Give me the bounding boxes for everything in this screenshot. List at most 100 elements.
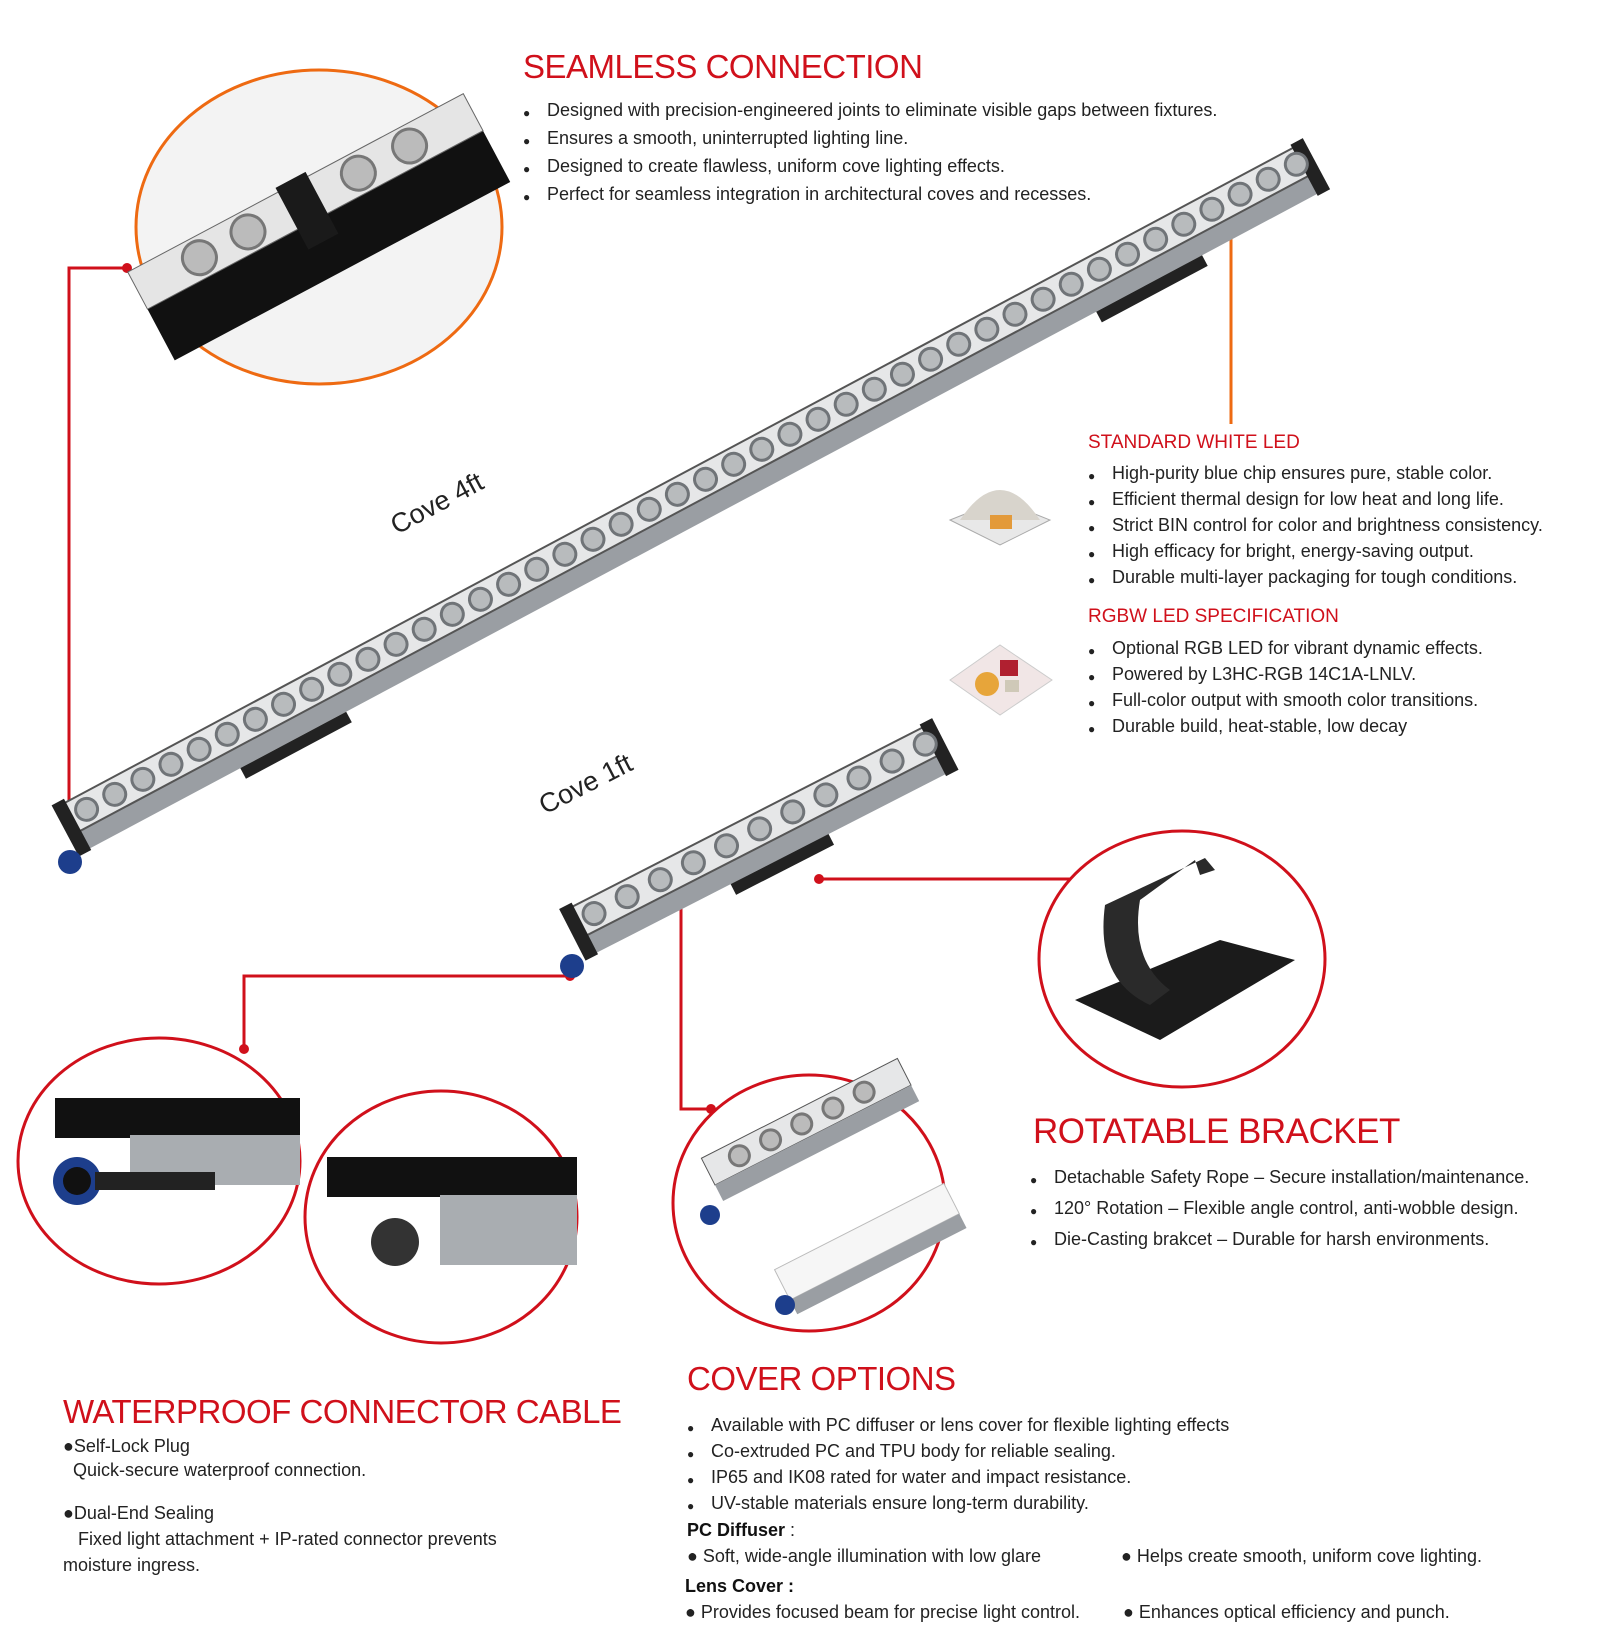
dual-end-text-cont: moisture ingress. <box>63 1555 201 1575</box>
led-lens-icon <box>614 884 640 910</box>
led-lens-icon <box>813 782 839 808</box>
list-item: Ensures a smooth, uninterrupted lighting… <box>523 124 1217 155</box>
rgbw-led-chip-icon <box>949 644 1053 716</box>
waterproof-title: WATERPROOF CONNECTOR CABLE <box>63 1393 622 1430</box>
led-lens-icon <box>861 376 887 402</box>
cover-options-detail-circle <box>671 1057 967 1333</box>
led-lens-icon <box>580 526 606 552</box>
led-lens-icon <box>680 850 706 876</box>
led-lens-icon <box>1002 301 1028 327</box>
led-lens-icon <box>1255 166 1281 192</box>
led-lens-icon <box>747 816 773 842</box>
led-lens-icon <box>524 556 550 582</box>
lens-cover-title: Lens Cover : <box>685 1576 795 1596</box>
led-lens-icon <box>1086 256 1112 282</box>
cove-4ft-fixture <box>51 138 1331 857</box>
pc-diffuser-left: ● Soft, wide-angle illumination with low… <box>687 1546 1042 1566</box>
pc-diffuser-right: ● Helps create smooth, uniform cove ligh… <box>1121 1546 1483 1566</box>
led-lens-icon <box>1030 286 1056 312</box>
list-item: Detachable Safety Rope – Secure installa… <box>1030 1162 1529 1196</box>
bracket-bullets: Detachable Safety Rope – Secure installa… <box>1030 1162 1529 1258</box>
bracket-detail-circle <box>1037 829 1327 1089</box>
list-item: Designed with precision-engineered joint… <box>523 96 1217 127</box>
pc-diffuser-title: PC Diffuser <box>687 1520 786 1540</box>
rgbw-led-title: RGBW LED SPECIFICATION <box>1088 606 1339 627</box>
led-lens-icon <box>1115 241 1141 267</box>
cove-1ft-fixture <box>559 718 959 961</box>
cover-bullets: Available with PC diffuser or lens cover… <box>687 1412 1229 1519</box>
list-item: Co-extruded PC and TPU body for reliable… <box>687 1438 1229 1467</box>
led-lens-icon <box>439 601 465 627</box>
led-lens-icon <box>214 721 240 747</box>
led-lens-icon <box>974 316 1000 342</box>
led-lens-icon <box>636 496 662 522</box>
list-item: High-purity blue chip ensures pure, stab… <box>1088 460 1543 489</box>
led-lens-icon <box>879 748 905 774</box>
led-lens-icon <box>946 331 972 357</box>
led-lens-icon <box>299 676 325 702</box>
list-item: Optional RGB LED for vibrant dynamic eff… <box>1088 635 1483 664</box>
bracket-title: ROTATABLE BRACKET <box>1033 1112 1400 1151</box>
led-lens-icon <box>271 691 297 717</box>
list-item: Die-Casting brakcet – Durable for harsh … <box>1030 1224 1529 1258</box>
led-lens-icon <box>833 391 859 417</box>
led-lens-icon <box>1171 211 1197 237</box>
end-cap-detail-circle <box>303 1089 579 1345</box>
list-item: Durable multi-layer packaging for tough … <box>1088 564 1543 593</box>
connector-detail-circle <box>16 1036 302 1286</box>
list-item: Perfect for seamless integration in arch… <box>523 180 1217 211</box>
led-lens-icon <box>552 541 578 567</box>
callout-line-seamless <box>67 266 127 811</box>
led-lens-icon <box>777 421 803 447</box>
led-lens-icon <box>664 481 690 507</box>
led-lens-icon <box>889 361 915 387</box>
led-lens-icon <box>327 661 353 687</box>
white-led-chip-icon <box>948 490 1052 546</box>
callout-line-cover <box>679 894 711 1111</box>
led-lens-icon <box>918 346 944 372</box>
led-lens-icon <box>411 616 437 642</box>
led-lens-icon <box>749 436 775 462</box>
rgbw-led-bullets: Optional RGB LED for vibrant dynamic eff… <box>1088 635 1483 742</box>
callout-line-connector <box>242 974 570 1049</box>
white-led-bullets: High-purity blue chip ensures pure, stab… <box>1088 460 1543 593</box>
led-lens-icon <box>158 751 184 777</box>
led-lens-icon <box>647 867 673 893</box>
list-item: Strict BIN control for color and brightn… <box>1088 512 1543 541</box>
led-lens-icon <box>383 631 409 657</box>
led-lens-icon <box>608 511 634 537</box>
list-item: 120° Rotation – Flexible angle control, … <box>1030 1193 1529 1227</box>
list-item: Available with PC diffuser or lens cover… <box>687 1412 1229 1441</box>
led-lens-icon <box>130 766 156 792</box>
list-item: Efficient thermal design for low heat an… <box>1088 486 1543 515</box>
led-lens-icon <box>1227 181 1253 207</box>
list-item: High efficacy for bright, energy-saving … <box>1088 538 1543 567</box>
self-lock-title: ●Self-Lock Plug <box>63 1436 190 1456</box>
lens-cover-right: ● Enhances optical efficiency and punch. <box>1123 1602 1450 1622</box>
self-lock-text: Quick-secure waterproof connection. <box>73 1460 367 1480</box>
list-item: Powered by L3HC-RGB 14C1A-LNLV. <box>1088 661 1483 690</box>
dual-end-title: ●Dual-End Sealing <box>63 1503 214 1523</box>
connector-plug-icon <box>58 850 82 874</box>
led-lens-icon <box>721 451 747 477</box>
pc-diffuser-colon: : <box>785 1520 796 1540</box>
list-item: Full-color output with smooth color tran… <box>1088 687 1483 716</box>
white-led-title: STANDARD WHITE LED <box>1088 432 1300 453</box>
connector-plug-icon <box>560 954 584 978</box>
led-lens-icon <box>780 799 806 825</box>
led-lens-icon <box>714 833 740 859</box>
led-lens-icon <box>693 466 719 492</box>
led-lens-icon <box>581 901 607 927</box>
list-item: UV-stable materials ensure long-term dur… <box>687 1490 1229 1519</box>
list-item: IP65 and IK08 rated for water and impact… <box>687 1464 1229 1493</box>
led-lens-icon <box>102 781 128 807</box>
led-lens-icon <box>242 706 268 732</box>
list-item: Durable build, heat-stable, low decay <box>1088 713 1483 742</box>
led-lens-icon <box>355 646 381 672</box>
led-lens-icon <box>74 796 100 822</box>
led-lens-icon <box>805 406 831 432</box>
led-lens-icon <box>1143 226 1169 252</box>
list-item: Designed to create flawless, uniform cov… <box>523 152 1217 183</box>
